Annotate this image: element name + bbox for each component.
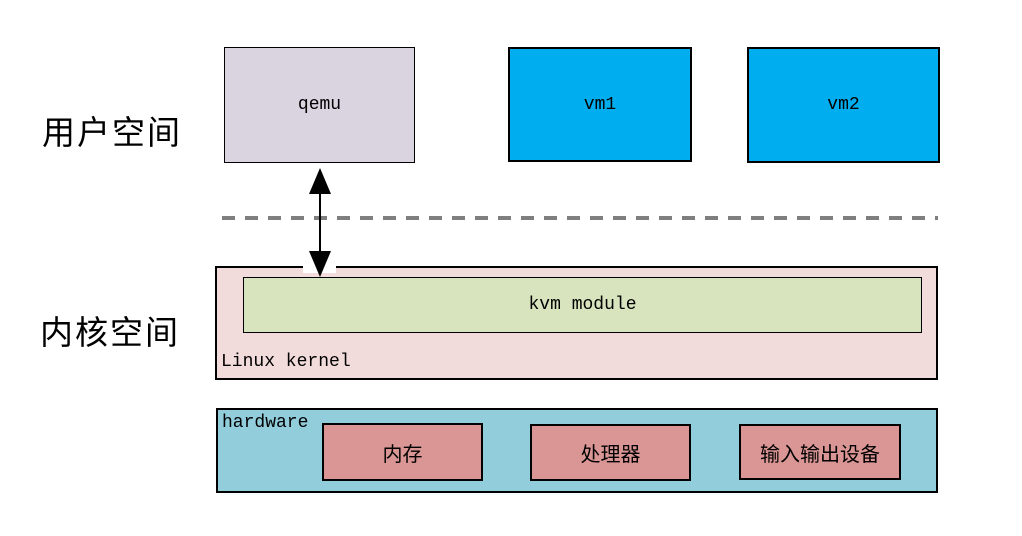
io-devices-box-label: 输入输出设备	[760, 441, 880, 466]
user-space-label: 用户空间	[42, 113, 182, 152]
memory-box-label: 内存	[382, 441, 423, 466]
memory-box: 内存	[322, 423, 483, 481]
vm1-box-label: vm1	[583, 94, 617, 115]
kernel-space-label: 内核空间	[40, 313, 180, 352]
vm1-box: vm1	[508, 47, 692, 162]
linux-kernel-box: kvm module Linux kernel	[215, 266, 938, 380]
arrow-down-head-icon	[309, 251, 331, 277]
kvm-module-label: kvm module	[528, 295, 637, 315]
hardware-box: hardware 内存 处理器 输入输出设备	[216, 408, 938, 493]
vm2-box: vm2	[747, 47, 940, 163]
hardware-label: hardware	[222, 413, 309, 433]
cpu-box: 处理器	[530, 424, 691, 481]
qemu-box: qemu	[224, 47, 415, 163]
arrow-up-head-icon	[309, 168, 331, 194]
user-kernel-divider-dashed-line	[222, 216, 938, 220]
qemu-box-label: qemu	[297, 95, 342, 115]
cpu-box-label: 处理器	[580, 442, 641, 466]
linux-kernel-label: Linux kernel	[221, 352, 351, 372]
kvm-module-box: kvm module	[243, 277, 922, 333]
arrow-shaft	[319, 184, 321, 256]
vm2-box-label: vm2	[827, 95, 860, 115]
io-devices-box: 输入输出设备	[739, 424, 901, 480]
